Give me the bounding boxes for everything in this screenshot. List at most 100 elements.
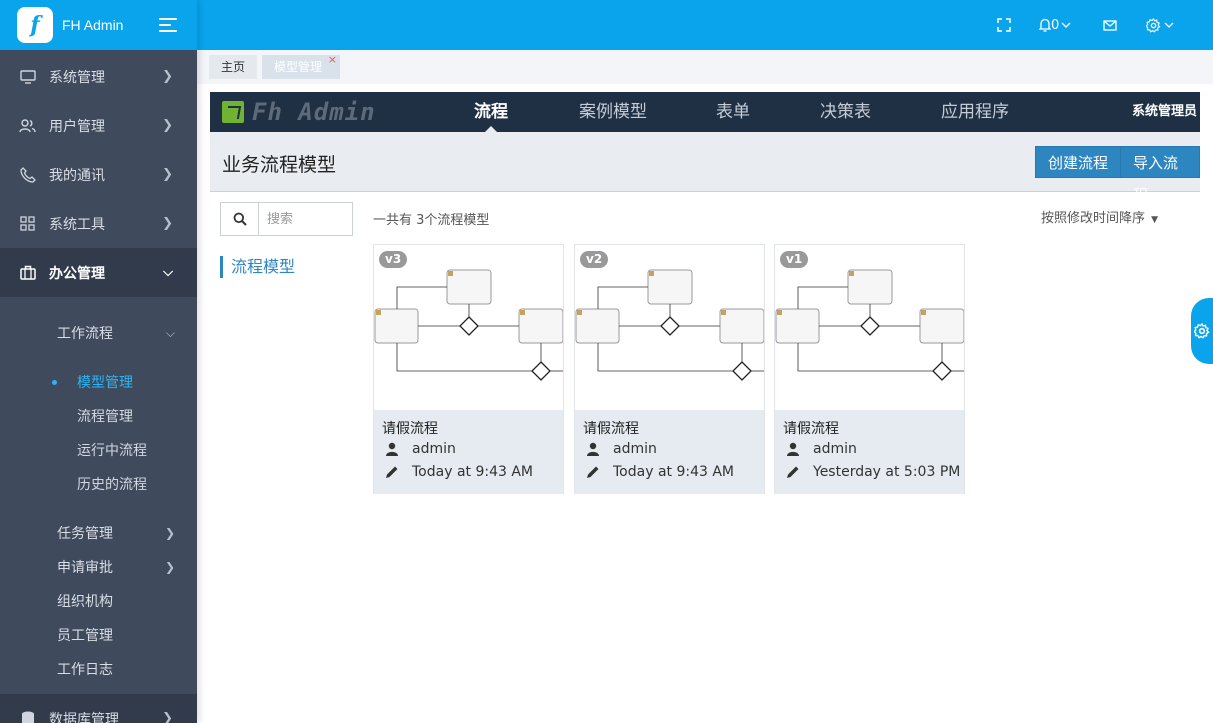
app-navbar: Fh Admin 流程 案例模型 表单 决策表 应用程序 系统管理员 <box>210 92 1200 133</box>
create-process-button[interactable]: 创建流程 <box>1035 146 1122 178</box>
settings-panel-toggle[interactable] <box>1191 298 1213 364</box>
card-thumbnail[interactable]: v3 <box>374 245 563 410</box>
user-icon <box>384 441 400 457</box>
chevron-down-icon <box>1061 22 1071 28</box>
model-modified: Today at 9:43 AM <box>384 464 533 480</box>
submenu-item-tasks[interactable]: 任务管理 ❯ <box>0 516 197 550</box>
submenu-item-process-management[interactable]: 流程管理 <box>77 409 133 425</box>
submenu-item-workflow[interactable]: 工作流程 ⌵ <box>0 316 197 350</box>
model-name[interactable]: 请假流程 <box>583 421 639 437</box>
model-card[interactable]: v2 请假流程 admin <box>574 244 765 494</box>
submenu-item-label: 组织机构 <box>57 594 113 610</box>
process-diagram-thumbnail <box>575 269 764 381</box>
close-icon[interactable]: × <box>327 53 338 66</box>
app-logo[interactable]: Fh Admin <box>222 98 376 126</box>
chevron-right-icon: ❯ <box>162 711 173 723</box>
model-modified: Today at 9:43 AM <box>585 464 734 480</box>
chevron-down-icon <box>1164 22 1174 28</box>
owner-name: admin <box>613 441 657 457</box>
sidebar-item-label: 系统工具 <box>49 216 105 233</box>
monitor-icon <box>19 68 36 85</box>
brand-logo[interactable]: f <box>17 7 53 43</box>
model-name[interactable]: 请假流程 <box>382 421 438 437</box>
nav-decision-table[interactable]: 决策表 <box>820 102 871 122</box>
fullscreen-icon[interactable] <box>997 0 1011 50</box>
database-icon <box>19 710 36 723</box>
submenu-item-employees[interactable]: 员工管理 <box>0 618 197 652</box>
submenu-item-approvals[interactable]: 申请审批 ❯ <box>0 550 197 584</box>
sidebar-item-database[interactable]: 数据库管理 ❯ <box>0 694 197 723</box>
nav-case-model[interactable]: 案例模型 <box>579 102 647 122</box>
app-logo-text: Fh Admin <box>252 98 376 126</box>
phone-icon <box>19 166 36 183</box>
card-thumbnail[interactable]: v1 <box>775 245 964 410</box>
chevron-right-icon: ❯ <box>164 526 175 540</box>
mail-icon[interactable] <box>1103 0 1117 50</box>
top-bar: 0 <box>197 0 1213 50</box>
pencil-icon <box>585 464 601 480</box>
card-info: 请假流程 admin Today at 9:43 AM <box>575 410 764 494</box>
submenu-item-history-process[interactable]: 历史的流程 <box>77 477 147 493</box>
notification-button[interactable]: 0 <box>1039 0 1071 50</box>
sort-dropdown[interactable]: 按照修改时间降序 ▼ <box>1041 207 1158 226</box>
chevron-right-icon: ❯ <box>162 69 173 84</box>
model-card[interactable]: v1 请假流程 admin <box>774 244 965 494</box>
sidebar-item-label: 用户管理 <box>49 118 105 135</box>
submenu-item-label: 工作日志 <box>57 662 113 678</box>
gear-icon <box>1194 323 1210 339</box>
content-frame: Fh Admin 流程 案例模型 表单 决策表 应用程序 系统管理员 业务流程模… <box>197 84 1213 723</box>
nav-forms[interactable]: 表单 <box>716 102 750 122</box>
sidebar-item-tools[interactable]: 系统工具 ❯ <box>0 199 197 248</box>
brand-header: f FH Admin <box>0 0 197 50</box>
grid-icon <box>19 215 36 232</box>
nav-process[interactable]: 流程 <box>474 92 508 133</box>
card-thumbnail[interactable]: v2 <box>575 245 764 410</box>
model-name[interactable]: 请假流程 <box>783 421 839 437</box>
card-info: 请假流程 admin Yesterday at 5:03 PM <box>775 410 964 494</box>
model-owner: admin <box>585 441 657 457</box>
submenu-item-model-management[interactable]: 模型管理 <box>0 365 197 399</box>
version-badge: v3 <box>379 251 408 268</box>
import-process-button[interactable]: 导入流程 <box>1120 146 1200 204</box>
process-diagram-thumbnail <box>374 269 563 381</box>
chevron-right-icon: ❯ <box>164 560 175 574</box>
nav-applications[interactable]: 应用程序 <box>941 102 1009 122</box>
chevron-down-icon: ⌵ <box>165 325 175 340</box>
model-modified: Yesterday at 5:03 PM <box>785 464 960 480</box>
submenu-item-label: 申请审批 <box>57 560 113 576</box>
sidebar-item-office[interactable]: 办公管理 ⌵ <box>0 248 197 297</box>
tab-model-management[interactable]: 模型管理 × <box>262 53 341 79</box>
search-box <box>220 202 353 236</box>
search-icon[interactable] <box>221 203 259 235</box>
user-menu[interactable]: 系统管理员 <box>1131 104 1197 119</box>
sidebar-item-label: 办公管理 <box>49 265 105 282</box>
users-icon <box>19 117 36 134</box>
sidebar-item-label: 系统管理 <box>49 69 105 86</box>
model-count: 一共有 3个流程模型 <box>373 213 490 228</box>
office-submenu: 工作流程 ⌵ 模型管理 流程管理 运行中流程 历史的流程 任务管理 ❯ 申请审批… <box>0 316 197 686</box>
owner-name: admin <box>813 441 857 457</box>
sidebar-item-system[interactable]: 系统管理 ❯ <box>0 52 197 101</box>
tabs-bar: 主页 模型管理 × <box>197 50 1213 84</box>
category-process-model[interactable]: 流程模型 <box>220 256 295 278</box>
sidebar-item-contacts[interactable]: 我的通讯 ❯ <box>0 150 197 199</box>
tab-home[interactable]: 主页 <box>209 55 258 79</box>
user-icon <box>585 441 601 457</box>
menu-toggle-icon[interactable] <box>159 18 177 32</box>
chevron-right-icon: ❯ <box>162 118 173 133</box>
submenu-item-running-process[interactable]: 运行中流程 <box>77 443 147 459</box>
sidebar-item-label: 数据库管理 <box>49 711 119 723</box>
submenu-item-organization[interactable]: 组织机构 <box>0 584 197 618</box>
page-title: 业务流程模型 <box>222 154 337 176</box>
submenu-item-label: 员工管理 <box>57 628 113 644</box>
settings-button[interactable] <box>1146 0 1174 50</box>
model-card[interactable]: v3 请假流程 admin <box>373 244 564 494</box>
sidebar-item-label: 我的通讯 <box>49 167 105 184</box>
submenu-item-worklog[interactable]: 工作日志 <box>0 652 197 686</box>
sidebar-item-users[interactable]: 用户管理 ❯ <box>0 101 197 150</box>
search-input[interactable] <box>259 203 351 235</box>
owner-name: admin <box>412 441 456 457</box>
modified-time: Today at 9:43 AM <box>613 464 735 480</box>
process-diagram-thumbnail <box>775 269 964 381</box>
modified-time: Today at 9:43 AM <box>412 464 534 480</box>
